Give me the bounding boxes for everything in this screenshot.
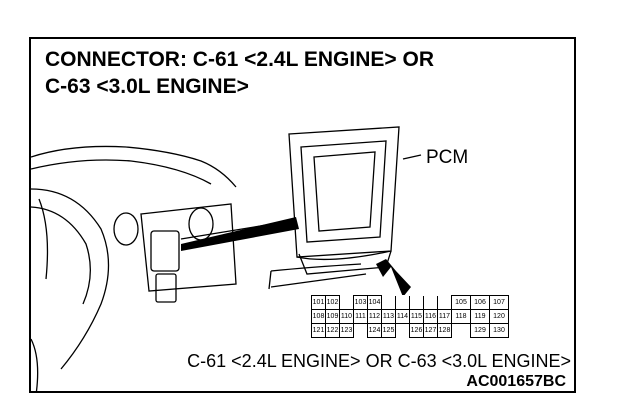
- pin-cell: 106: [470, 295, 490, 310]
- pin-gap: [395, 295, 410, 310]
- pin-cell: 122: [325, 323, 340, 338]
- pin-row-2: 108 109 110 111 112 113 114 115 116 117 …: [311, 309, 509, 324]
- pin-gap: [451, 323, 471, 338]
- connector-pin-table: 101 102 103 104 105 106 107 108 109 110 …: [311, 295, 509, 338]
- pcm-leader-line: [402, 154, 422, 160]
- title-line-1: CONNECTOR: C-61 <2.4L ENGINE> OR: [45, 48, 434, 71]
- pcm-label: PCM: [426, 147, 469, 168]
- pin-cell: 105: [451, 295, 471, 310]
- pin-gap: [437, 295, 452, 310]
- pin-cell: 114: [395, 309, 410, 324]
- pin-cell: 116: [423, 309, 438, 324]
- figure-code: AC001657BC: [466, 373, 566, 390]
- pin-cell: 130: [489, 323, 509, 338]
- pin-cell: 107: [489, 295, 509, 310]
- pin-cell: 109: [325, 309, 340, 324]
- pin-cell: 128: [437, 323, 452, 338]
- pin-cell: 127: [423, 323, 438, 338]
- pcm-location-box: [150, 230, 180, 272]
- pin-cell: 117: [437, 309, 452, 324]
- dash-top-line: [31, 145, 237, 188]
- pin-gap: [353, 323, 368, 338]
- pin-cell: 110: [339, 309, 354, 324]
- pcm-face: [300, 140, 387, 243]
- pin-gap: [395, 323, 410, 338]
- steering-wheel-inner: [31, 206, 91, 305]
- pin-gap: [381, 295, 396, 310]
- steering-spoke: [38, 198, 49, 280]
- pin-cell: 108: [311, 309, 326, 324]
- pin-gap: [339, 295, 354, 310]
- pointer-wedge: [181, 217, 299, 251]
- pin-cell: 125: [381, 323, 396, 338]
- pin-cell: 104: [367, 295, 382, 310]
- center-console: [140, 203, 237, 292]
- pin-cell: 118: [451, 309, 471, 324]
- pin-gap: [409, 295, 424, 310]
- title-line-2: C-63 <3.0L ENGINE>: [45, 75, 249, 98]
- pin-cell: 101: [311, 295, 326, 310]
- console-switch: [155, 273, 177, 303]
- pin-cell: 119: [470, 309, 490, 324]
- door-edge: [31, 338, 39, 391]
- harness-upper: [270, 263, 362, 272]
- pcm-connector: [298, 250, 392, 275]
- dashboard-illustration: [31, 126, 422, 391]
- pin-cell: 111: [353, 309, 368, 324]
- harness-end: [268, 270, 272, 290]
- dial-left: [113, 212, 139, 246]
- pin-row-3: 121 122 123 124 125 126 127 128 129 130: [311, 323, 509, 338]
- pin-cell: 113: [381, 309, 396, 324]
- steering-wheel-outer: [31, 188, 110, 370]
- pin-cell: 115: [409, 309, 424, 324]
- connector-arrow: [376, 259, 411, 297]
- harness-lower: [270, 273, 367, 288]
- pcm-bottom-edge: [296, 250, 392, 261]
- connector-caption: C-61 <2.4L ENGINE> OR C-63 <3.0L ENGINE>: [187, 351, 571, 371]
- pin-cell: 121: [311, 323, 326, 338]
- pin-cell: 103: [353, 295, 368, 310]
- pin-row-1: 101 102 103 104 105 106 107: [311, 295, 509, 310]
- pin-cell: 126: [409, 323, 424, 338]
- pin-cell: 124: [367, 323, 382, 338]
- pin-cell: 123: [339, 323, 354, 338]
- pin-cell: 120: [489, 309, 509, 324]
- diagram-title: CONNECTOR: C-61 <2.4L ENGINE> OR C-63 <3…: [45, 46, 434, 100]
- pcm-window: [313, 151, 376, 232]
- pin-gap: [423, 295, 438, 310]
- pin-cell: 102: [325, 295, 340, 310]
- pin-cell: 129: [470, 323, 490, 338]
- pin-cell: 112: [367, 309, 382, 324]
- diagram-frame: CONNECTOR: C-61 <2.4L ENGINE> OR C-63 <3…: [29, 37, 576, 393]
- dash-inner-line: [31, 159, 212, 185]
